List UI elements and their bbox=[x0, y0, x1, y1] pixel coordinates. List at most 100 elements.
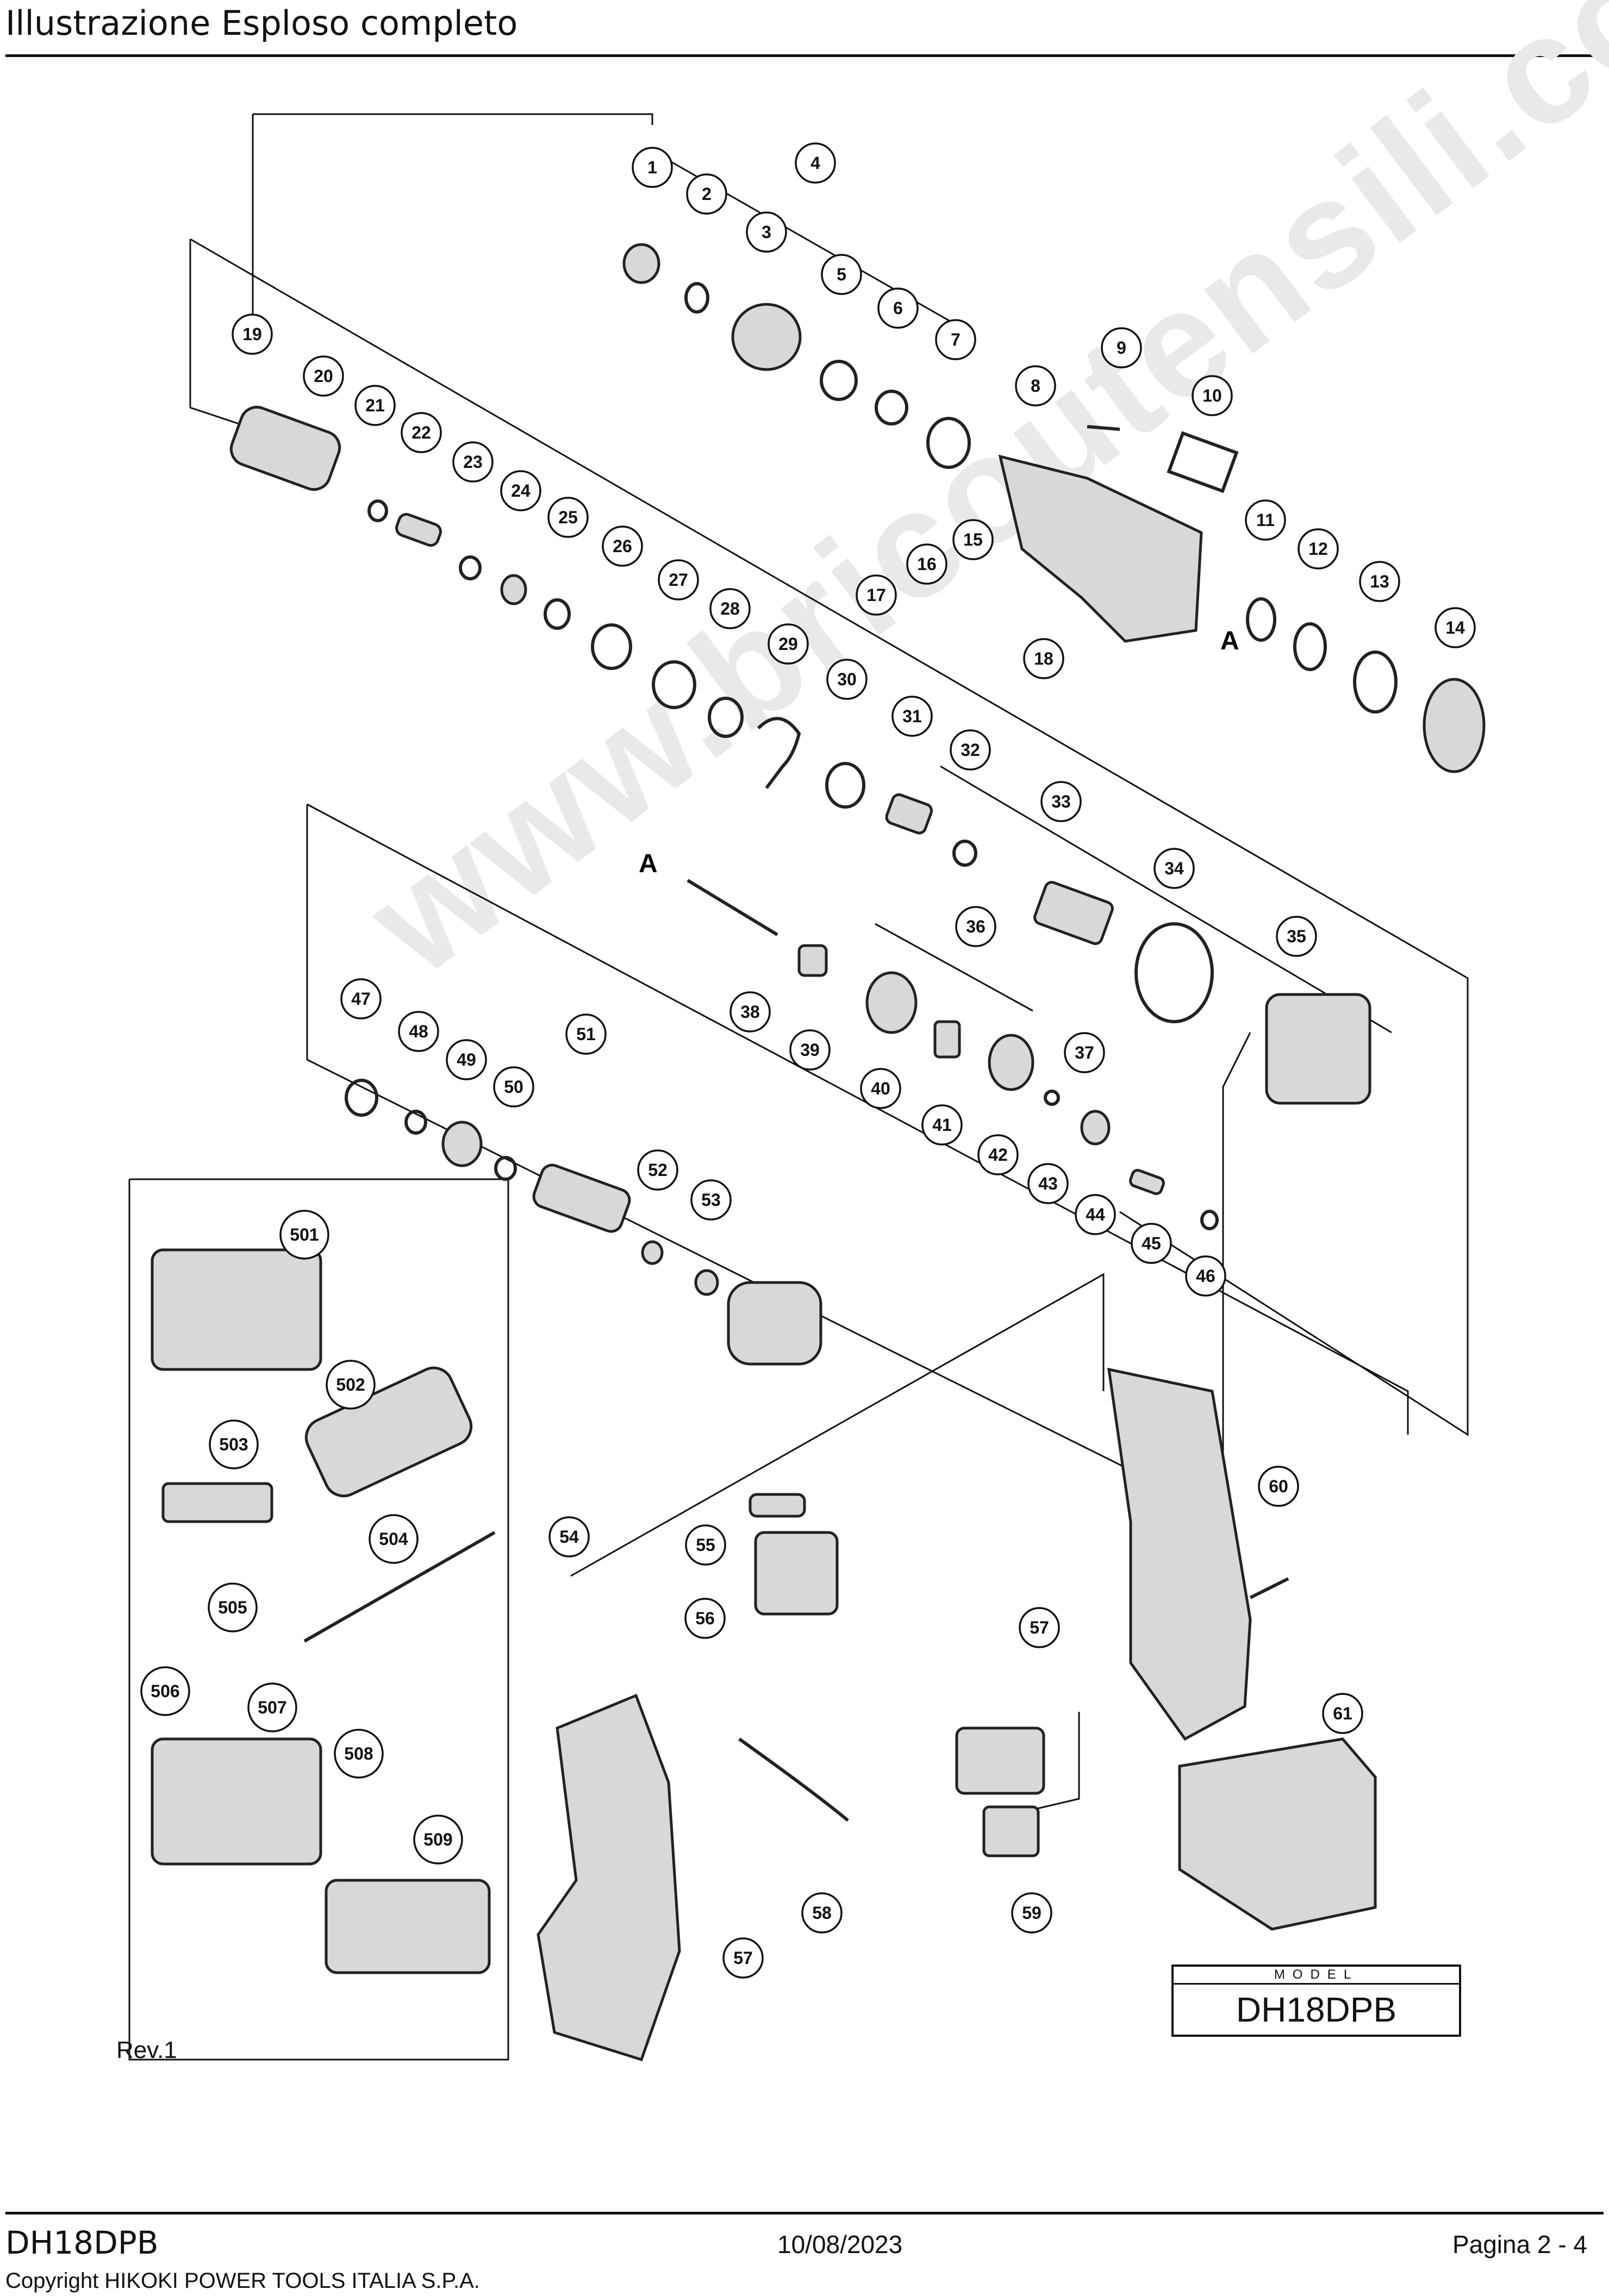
callout-circle bbox=[1435, 607, 1476, 648]
callout-number: 2 bbox=[702, 184, 712, 204]
callout-circle bbox=[789, 1029, 831, 1071]
callout-circle bbox=[326, 1360, 376, 1410]
callout-circle bbox=[446, 1039, 487, 1080]
callout-number: 57 bbox=[1030, 1618, 1049, 1637]
callout-circle bbox=[632, 147, 673, 188]
callout-circle bbox=[685, 1524, 726, 1566]
callout-circle bbox=[452, 441, 494, 483]
callout-number: 36 bbox=[966, 917, 986, 936]
callout-circle bbox=[952, 519, 994, 560]
callout-circle bbox=[369, 1514, 419, 1564]
callout-circle bbox=[1185, 1255, 1226, 1297]
callout-number: 35 bbox=[1287, 927, 1306, 946]
callout-circle bbox=[1153, 848, 1195, 889]
callout-number: 37 bbox=[1075, 1043, 1094, 1062]
callout-circle bbox=[746, 211, 787, 253]
callout-number: 26 bbox=[613, 536, 632, 556]
callout-circle bbox=[565, 1014, 607, 1055]
callout-number: 12 bbox=[1308, 539, 1328, 559]
page-title: Illustrazione Esploso completo bbox=[5, 3, 518, 43]
callout-number: 59 bbox=[1022, 1903, 1042, 1923]
callout-circle bbox=[891, 696, 933, 737]
callout-number: 42 bbox=[988, 1145, 1008, 1165]
callout-circle bbox=[921, 1104, 963, 1146]
callout-circle bbox=[856, 574, 897, 616]
callout-number: 50 bbox=[504, 1077, 523, 1097]
callout-number: 44 bbox=[1086, 1205, 1105, 1224]
callout-number: 40 bbox=[871, 1079, 890, 1098]
callout-number: 54 bbox=[559, 1527, 579, 1547]
callout-circle bbox=[493, 1066, 534, 1108]
callout-circle bbox=[1064, 1032, 1105, 1073]
callout-circle bbox=[209, 1419, 259, 1469]
callout-number: 20 bbox=[314, 366, 333, 386]
callout-circle bbox=[821, 254, 862, 295]
footer-date: 10/08/2023 bbox=[777, 2230, 903, 2259]
callout-circle bbox=[1298, 528, 1339, 570]
callout-number: 56 bbox=[695, 1609, 715, 1628]
callout-circle bbox=[768, 623, 809, 665]
callout-number: 45 bbox=[1142, 1234, 1161, 1253]
callout-circle bbox=[801, 1892, 843, 1934]
callout-number: 507 bbox=[258, 1698, 286, 1717]
model-box: MODEL DH18DPB bbox=[1171, 1965, 1461, 2037]
callout-circle bbox=[1192, 375, 1233, 416]
callout-number: 41 bbox=[932, 1115, 952, 1135]
callout-circle bbox=[1040, 781, 1082, 822]
model-value: DH18DPB bbox=[1236, 1990, 1397, 2029]
callout-number: 6 bbox=[893, 298, 903, 318]
callout-circle bbox=[401, 412, 442, 453]
callout-number: 21 bbox=[365, 396, 385, 415]
callout-circle bbox=[955, 906, 996, 947]
callout-circle bbox=[340, 978, 382, 1019]
callout-number: 503 bbox=[219, 1435, 248, 1454]
section-marker-a: A bbox=[639, 849, 658, 878]
callout-group: 1234567891011121314151617181920212223242… bbox=[140, 142, 1476, 1979]
callout-circle bbox=[637, 1149, 678, 1191]
callout-circle bbox=[977, 1134, 1019, 1175]
callout-number: 3 bbox=[762, 222, 771, 242]
footer-copyright: Copyright HIKOKI POWER TOOLS ITALIA S.P.… bbox=[5, 2269, 480, 2293]
callout-circle bbox=[690, 1179, 732, 1221]
callout-circle bbox=[686, 173, 727, 215]
callout-number: 10 bbox=[1202, 386, 1222, 405]
callout-number: 31 bbox=[902, 706, 922, 726]
callout-number: 52 bbox=[648, 1160, 668, 1180]
callout-number: 47 bbox=[351, 989, 371, 1009]
callout-circle bbox=[602, 525, 643, 567]
page-header: Illustrazione Esploso completo bbox=[5, 0, 1604, 57]
callout-number: 25 bbox=[558, 508, 578, 527]
callout-number: 11 bbox=[1256, 510, 1275, 530]
callout-circle bbox=[935, 319, 976, 360]
callout-number: 16 bbox=[917, 554, 937, 574]
callout-circle bbox=[1011, 1892, 1052, 1934]
callout-number: 7 bbox=[951, 330, 961, 349]
callout-circle bbox=[500, 470, 541, 511]
callout-circle bbox=[658, 559, 699, 600]
callout-circle bbox=[547, 497, 589, 538]
callout-number: 509 bbox=[423, 1830, 452, 1849]
callout-circle bbox=[208, 1582, 258, 1632]
callout-number: 502 bbox=[336, 1375, 365, 1394]
callout-number: 39 bbox=[800, 1040, 820, 1060]
model-label: MODEL bbox=[1174, 1967, 1459, 1985]
callout-circle bbox=[1023, 638, 1064, 679]
part-shapes bbox=[151, 243, 1486, 2062]
footer-model-code: DH18DPB bbox=[5, 2224, 159, 2261]
callout-number: 19 bbox=[242, 324, 262, 344]
callout-circle bbox=[413, 1815, 463, 1865]
callout-number: 15 bbox=[963, 530, 983, 549]
callout-circle bbox=[398, 1011, 439, 1052]
callout-number: 51 bbox=[576, 1024, 596, 1044]
callout-circle bbox=[279, 1210, 329, 1260]
callout-circle bbox=[1019, 1607, 1060, 1648]
callout-number: 5 bbox=[837, 265, 846, 284]
footer-page-number: Pagina 2 - 4 bbox=[1452, 2230, 1587, 2259]
callout-circle bbox=[1322, 1693, 1363, 1734]
callout-number: 8 bbox=[1031, 376, 1040, 396]
revision-label: Rev.1 bbox=[116, 2037, 177, 2063]
callout-number: 32 bbox=[961, 740, 980, 760]
callout-number: 60 bbox=[1269, 1477, 1288, 1496]
callout-circle bbox=[1075, 1194, 1116, 1235]
callout-number: 506 bbox=[151, 1681, 179, 1701]
